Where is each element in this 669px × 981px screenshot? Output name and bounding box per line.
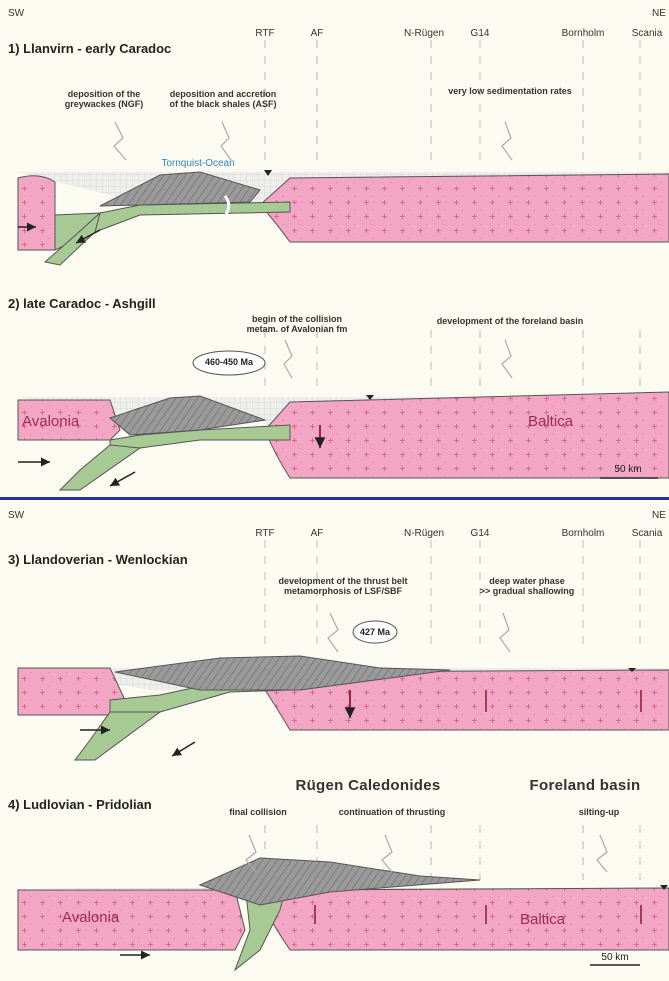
locality-scania: Scania: [632, 28, 663, 40]
stage-2-note-collision: begin of the collision metam. of Avaloni…: [247, 314, 348, 335]
stage-4-baltica-label: Baltica: [520, 911, 565, 928]
locality-n-rugen: N-Rügen: [404, 28, 444, 40]
stage-2-title: 2) late Caradoc - Ashgill: [8, 297, 156, 312]
foreland-basin-heading: Foreland basin: [530, 777, 641, 794]
stage-3-title: 3) Llandoverian - Wenlockian: [8, 553, 188, 568]
ne-label-top: NE: [652, 8, 666, 20]
section-stage-4: [18, 835, 669, 970]
stage-3-note-deep-water: deep water phase >> gradual shallowing: [480, 576, 575, 597]
sw-label-bottom: SW: [8, 510, 24, 522]
stage-4-avalonia-label: Avalonia: [62, 909, 119, 926]
stage-1-note-black-shales: deposition and accretion of the black sh…: [169, 89, 276, 110]
ne-label-bottom: NE: [652, 510, 666, 522]
stage-4-scale-bar-label: 50 km: [601, 952, 628, 964]
stage-3-age-badge: 427 Ma: [360, 627, 390, 637]
locality-bornholm: Bornholm: [562, 28, 605, 40]
section-stage-1: [18, 122, 669, 265]
stage-4-note-thrusting: continuation of thrusting: [339, 807, 445, 817]
stage-4-note-silting-up: silting-up: [579, 807, 620, 817]
panel-divider: [0, 497, 669, 500]
locality-af: AF: [311, 28, 324, 40]
locality-af-bottom: AF: [311, 528, 324, 540]
stage-1-note-greywackes: deposition of the greywackes (NGF): [65, 89, 144, 110]
locality-n-rugen-bottom: N-Rügen: [404, 528, 444, 540]
locality-g14-bottom: G14: [471, 528, 490, 540]
stage-2-note-foreland: development of the foreland basin: [437, 316, 584, 326]
stage-4-note-final-collision: final collision: [229, 807, 287, 817]
locality-bornholm-bottom: Bornholm: [562, 528, 605, 540]
locality-g14: G14: [471, 28, 490, 40]
stage-4-title: 4) Ludlovian - Pridolian: [8, 798, 152, 813]
stage-1-title: 1) Llanvirn - early Caradoc: [8, 42, 171, 57]
stage-2-baltica-label: Baltica: [528, 413, 573, 430]
ocean-label: Tornquist-Ocean: [161, 158, 234, 170]
stage-1-note-sedimentation: very low sedimentation rates: [448, 86, 572, 96]
section-stage-3: [18, 613, 669, 760]
stage-3-note-thrust-belt: development of the thrust belt metamorph…: [278, 576, 407, 597]
locality-rtf: RTF: [255, 28, 274, 40]
stage-2-scale-bar-label: 50 km: [614, 464, 641, 476]
sw-label-top: SW: [8, 8, 24, 20]
stage-2-age-badge: 460-450 Ma: [205, 357, 253, 367]
locality-scania-bottom: Scania: [632, 528, 663, 540]
locality-rtf-bottom: RTF: [255, 528, 274, 540]
rugen-caledonides-heading: Rügen Caledonides: [295, 777, 440, 794]
stage-2-avalonia-label: Avalonia: [22, 413, 79, 430]
